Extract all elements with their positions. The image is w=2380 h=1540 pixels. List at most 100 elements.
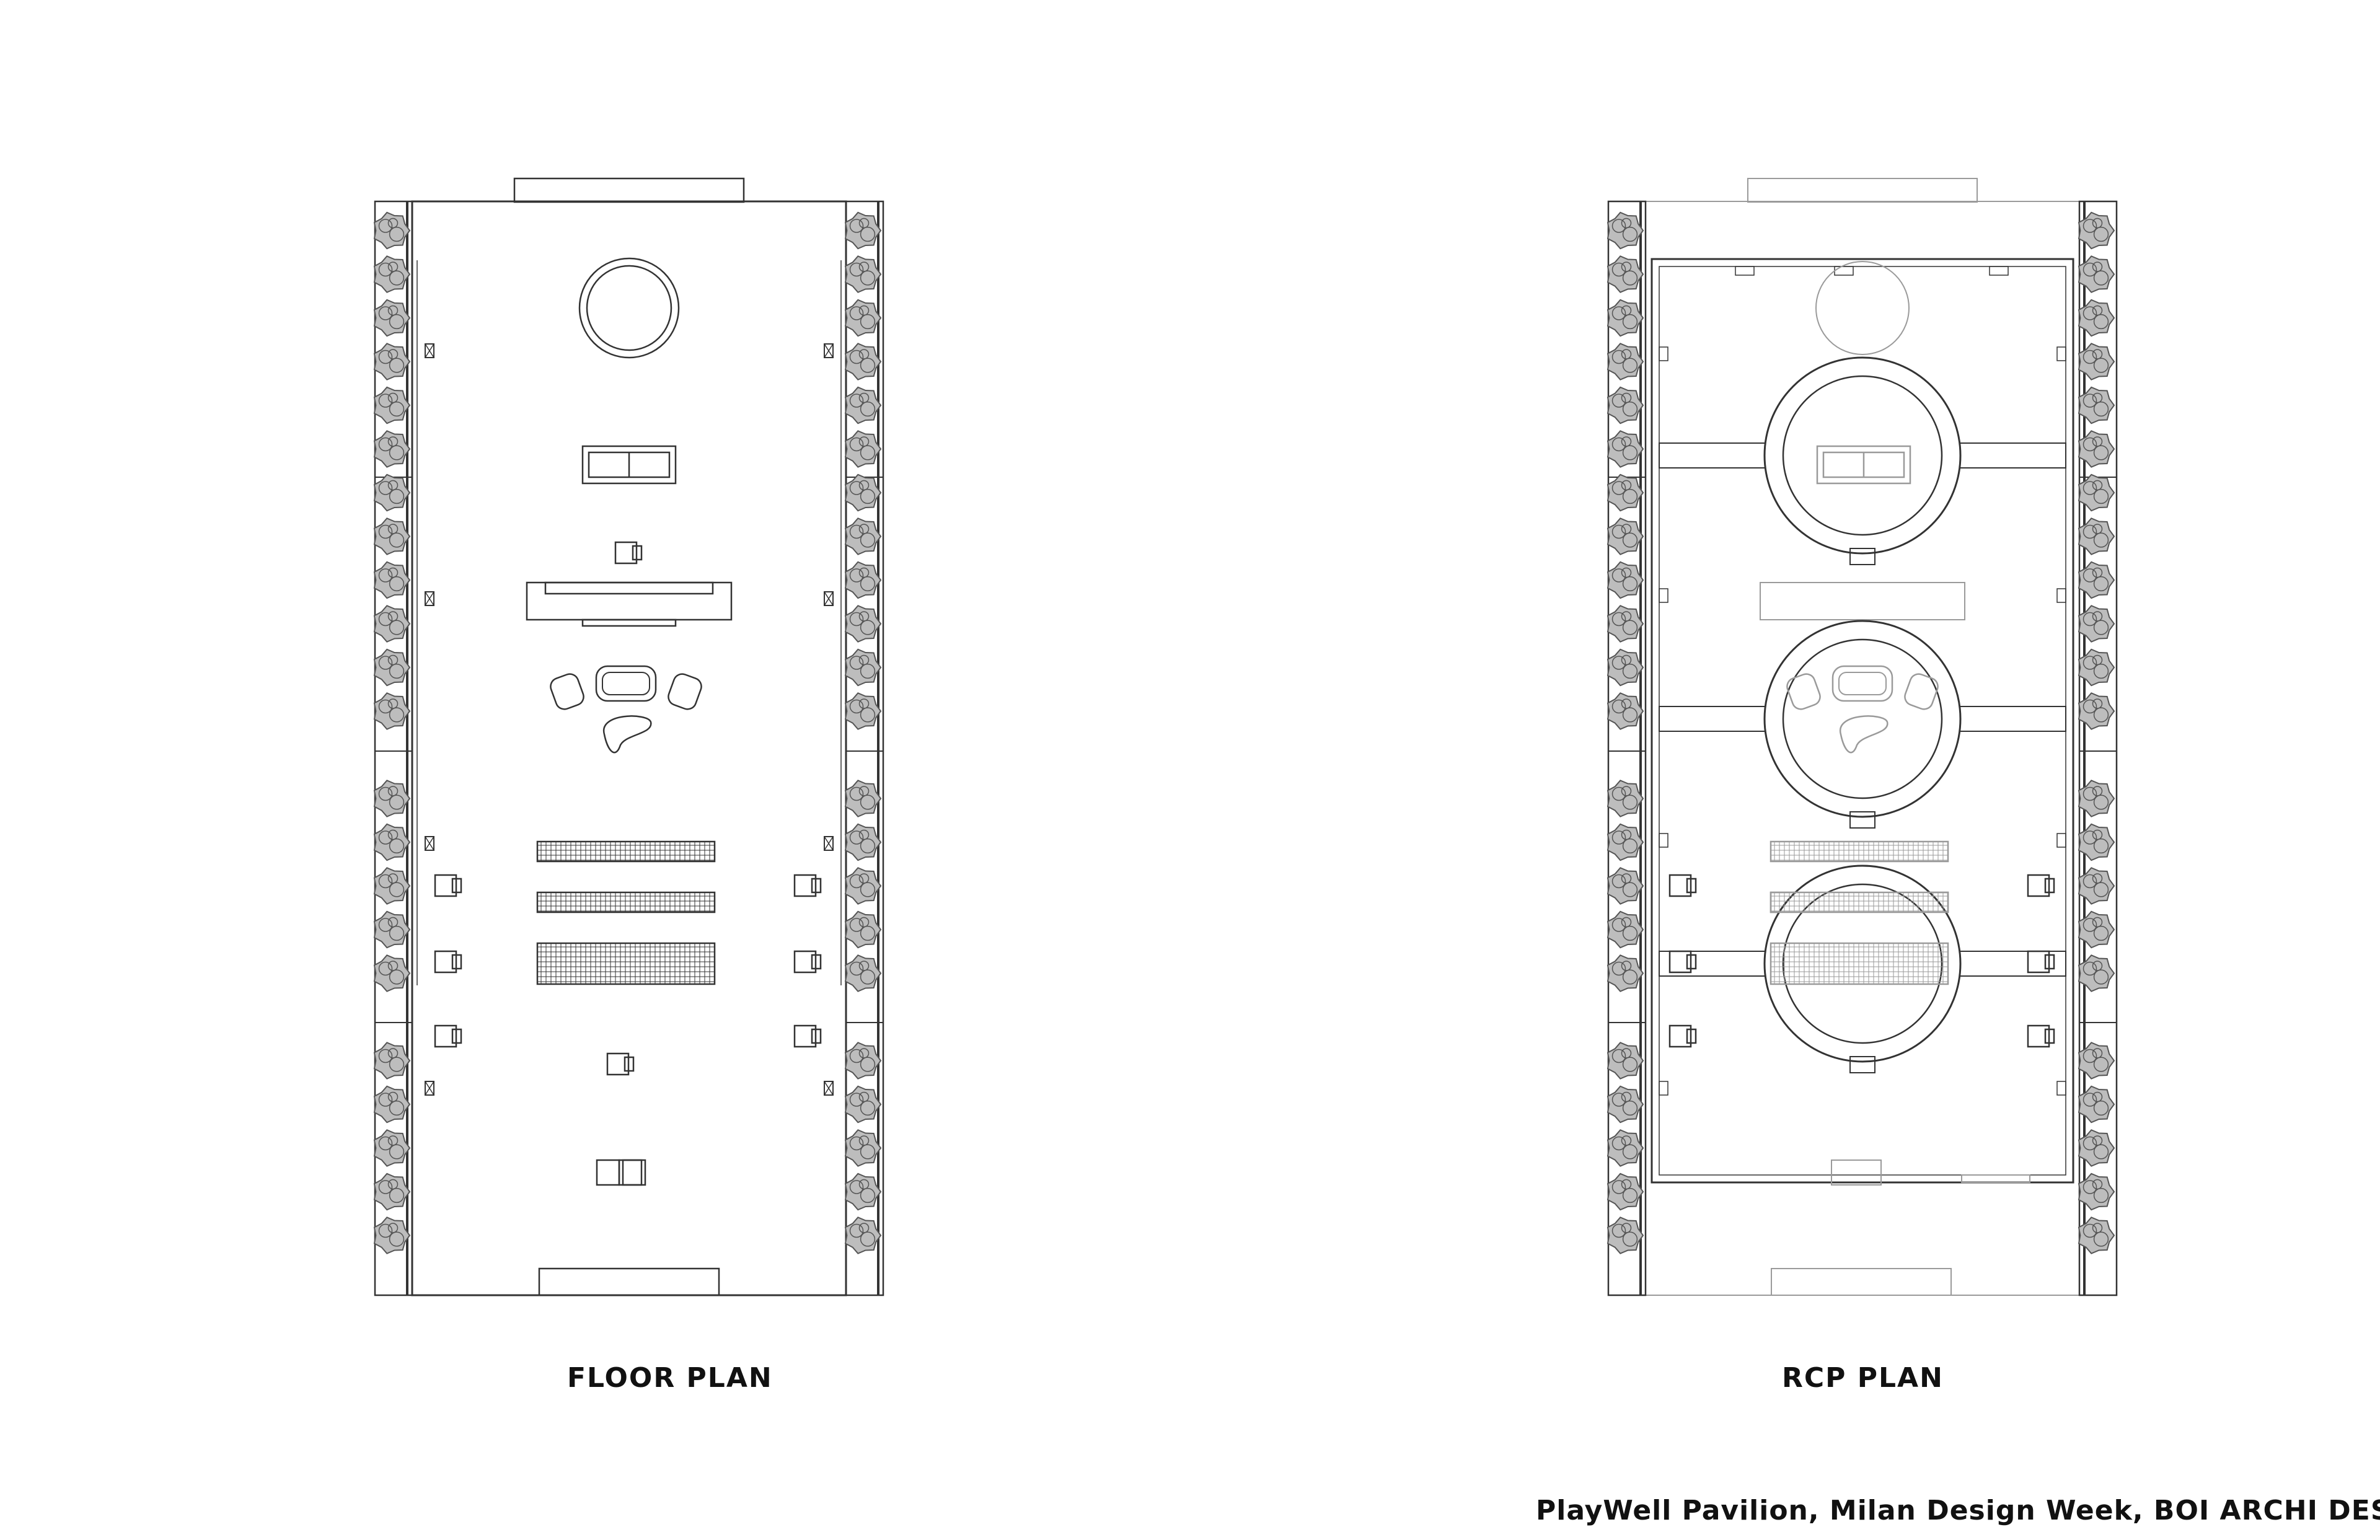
- shrub-symbol: [844, 867, 882, 905]
- stool-back: [451, 1028, 462, 1044]
- shrub-symbol: [2078, 823, 2115, 861]
- shrub-symbol: [2078, 430, 2115, 468]
- sofa: [1816, 445, 1911, 485]
- shrub-leaf: [2082, 612, 2097, 627]
- shrub-leaf: [387, 829, 399, 840]
- shrub-symbol: [2078, 561, 2115, 599]
- shrub-symbol: [844, 211, 882, 250]
- shrub-outline: [1606, 299, 1644, 337]
- shrub-leaf: [849, 1180, 864, 1194]
- lounge-group: [550, 665, 702, 754]
- ceiling-notch: [1735, 266, 1755, 276]
- lounge-group: [1786, 665, 1939, 754]
- column-marker: [425, 591, 434, 606]
- shrub-leaf: [860, 270, 876, 286]
- shrub-leaf: [389, 969, 405, 985]
- shrub-leaf: [1622, 794, 1638, 810]
- shrub-leaf: [1621, 1091, 1632, 1102]
- stool-back: [632, 545, 643, 561]
- shrub-outline: [373, 605, 411, 643]
- side-stool-left: [434, 1024, 462, 1048]
- shrub-leaf: [1621, 1223, 1632, 1233]
- shrub-leaf: [1622, 882, 1638, 897]
- shrub-leaf: [849, 306, 864, 320]
- shrub-leaf: [1622, 445, 1638, 460]
- column-cross: [824, 1081, 834, 1096]
- shrub-leaf: [387, 524, 399, 534]
- shrub-symbol: [844, 299, 882, 337]
- shrub-leaf: [849, 1136, 864, 1151]
- shrub-symbol: [844, 1217, 882, 1254]
- shrub-leaf: [2093, 1187, 2109, 1203]
- shrub-leaf: [1611, 481, 1626, 495]
- shrub-leaf: [2092, 392, 2103, 403]
- shrub-leaf: [389, 925, 405, 941]
- shrub-outline: [844, 299, 882, 337]
- shrub-outline: [1606, 1042, 1644, 1080]
- shrub-leaf: [849, 219, 864, 233]
- shrub-leaf: [860, 314, 876, 330]
- shrub-leaf: [2093, 270, 2109, 286]
- shrub-leaf: [1622, 663, 1638, 679]
- shrub-leaf: [378, 350, 393, 364]
- shrub-outline: [373, 954, 411, 992]
- coffee-table: [1840, 715, 1889, 754]
- column-marker: [425, 343, 434, 358]
- column-marker: [425, 836, 434, 851]
- shrub-outline: [1606, 386, 1644, 425]
- shrub-outline: [373, 343, 411, 381]
- beam-ring-assembly: [1659, 620, 2066, 829]
- shrub-leaf: [858, 1135, 870, 1146]
- shrub-leaf: [860, 1057, 876, 1072]
- shrub-outline: [373, 430, 411, 468]
- shrub-leaf: [378, 830, 393, 845]
- shrub-symbol: [2078, 517, 2115, 555]
- shrub-leaf: [849, 350, 864, 364]
- shrub-leaf: [387, 961, 399, 971]
- hatched-bench: [1770, 942, 1949, 985]
- shrub-leaf: [1621, 480, 1632, 491]
- hatched-bench: [1770, 840, 1949, 863]
- shrub-leaf: [858, 480, 870, 491]
- shrub-symbol: [844, 780, 882, 817]
- shrub-leaf: [849, 524, 864, 539]
- shrub-leaf: [1622, 969, 1638, 985]
- shrub-leaf: [2082, 306, 2097, 320]
- shrub-leaf: [860, 1187, 876, 1203]
- shrub-symbol: [844, 910, 882, 949]
- ceiling-frame: [1651, 258, 2074, 1184]
- shrub-symbol: [1606, 1085, 1644, 1124]
- shrub-outline: [373, 299, 411, 337]
- ring-hanger: [1849, 811, 1875, 829]
- side-stool-left: [434, 950, 462, 974]
- shrub-symbol: [373, 211, 411, 250]
- stool-back: [1686, 878, 1697, 894]
- shrub-symbol: [1606, 823, 1644, 861]
- shrub-outline: [1606, 561, 1644, 599]
- shrub-outline: [844, 386, 882, 425]
- shrub-outline: [844, 605, 882, 643]
- shrub-leaf: [2092, 349, 2103, 359]
- shrub-leaf: [1611, 350, 1626, 364]
- wall-notch: [1659, 833, 1668, 848]
- stool-seat: [2027, 1024, 2050, 1048]
- shrub-leaf: [860, 488, 876, 504]
- shrub-leaf: [1621, 1179, 1632, 1190]
- column-cross: [425, 591, 434, 606]
- shrub-leaf: [378, 1136, 393, 1151]
- sofa-frame: [581, 445, 677, 485]
- shrub-leaf: [849, 262, 864, 277]
- shrub-leaf: [1622, 838, 1638, 854]
- shrub-leaf: [2093, 707, 2109, 723]
- shrub-symbol: [373, 517, 411, 555]
- counter-base: [581, 618, 677, 627]
- shrub-leaf: [2082, 656, 2097, 670]
- shrub-leaf: [2092, 262, 2103, 272]
- floor-plan-title: FLOOR PLAN: [567, 1362, 773, 1394]
- shrub-symbol: [844, 430, 882, 468]
- shrub-outline: [1606, 1129, 1644, 1167]
- shrub-symbol: [1606, 954, 1644, 992]
- shrub-leaf: [2093, 794, 2109, 810]
- shrub-leaf: [2092, 698, 2103, 709]
